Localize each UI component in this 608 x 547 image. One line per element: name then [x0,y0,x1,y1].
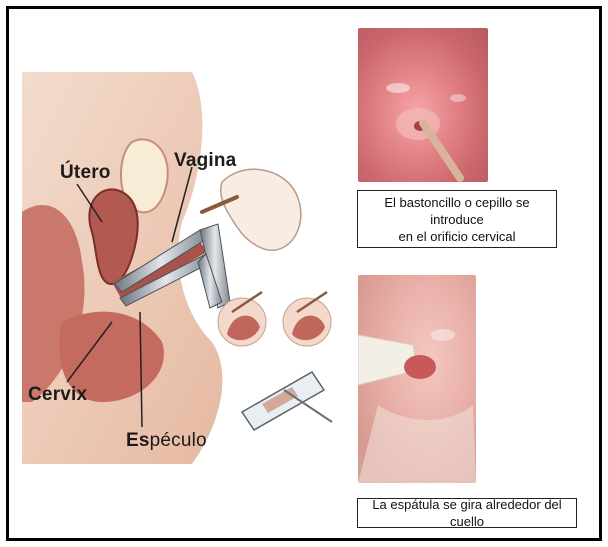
label-cervix: Cervix [28,384,87,406]
microscope-slide [242,372,332,430]
photo-cervix-spatula-drawing [358,275,476,483]
label-especulo-bold: Es [126,430,150,451]
caption-brush-line2: en el orificio cervical [364,228,550,245]
photo-cervix-spatula [358,275,476,483]
label-especulo-rest: péculo [150,430,207,451]
caption-brush-line1: El bastoncillo o cepillo se introduce [364,194,550,228]
cervix-detail-2 [283,292,331,346]
photo-cervix-brush [358,28,488,182]
photo-cervix-brush-drawing [358,28,488,182]
caption-spatula: La espátula se gira alrededor del cuello [357,498,577,528]
label-vagina: Vagina [174,150,236,172]
label-utero: Útero [60,162,111,184]
label-especulo: Espéculo [126,430,207,452]
hand [221,169,301,250]
caption-brush: El bastoncillo o cepillo se introduce en… [357,190,557,248]
anatomy-illustration: Útero Vagina Cervix Espéculo [22,72,342,464]
